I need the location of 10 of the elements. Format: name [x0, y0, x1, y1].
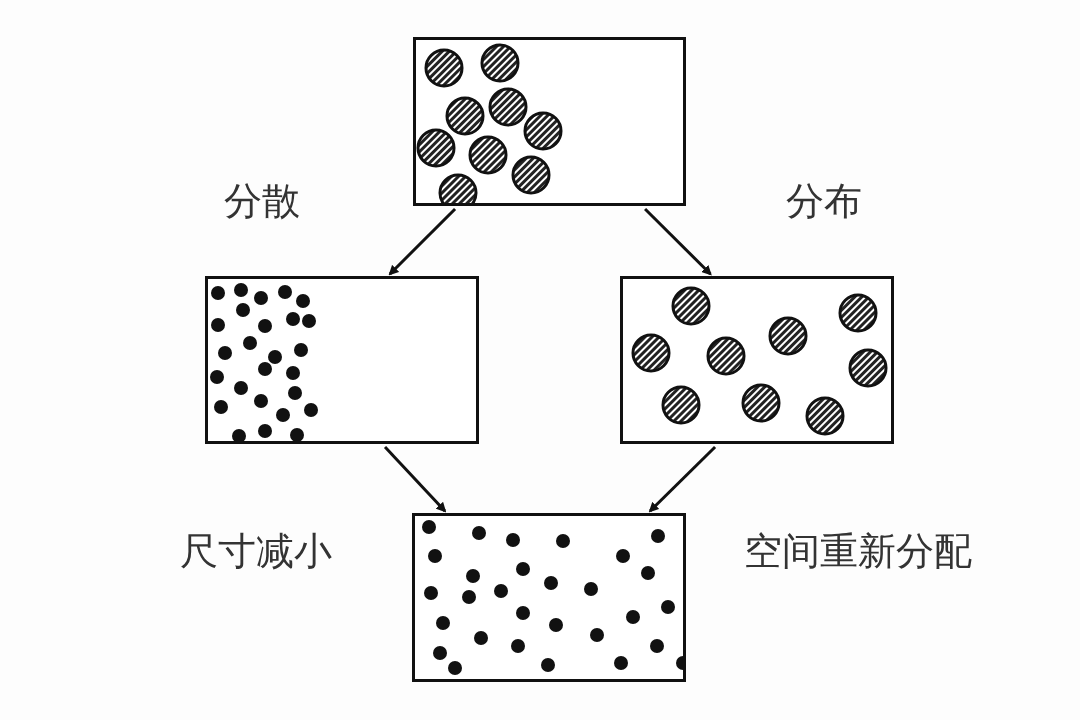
process-label: 尺寸减小 — [180, 532, 332, 570]
process-label: 分散 — [224, 182, 300, 220]
particle-box — [205, 276, 479, 444]
arrow — [644, 207, 712, 276]
process-label: 空间重新分配 — [744, 532, 972, 570]
particle-box — [413, 37, 686, 206]
particle-box — [620, 276, 894, 444]
process-label: 分布 — [786, 182, 862, 220]
arrow — [383, 445, 447, 513]
arrow — [648, 445, 717, 513]
